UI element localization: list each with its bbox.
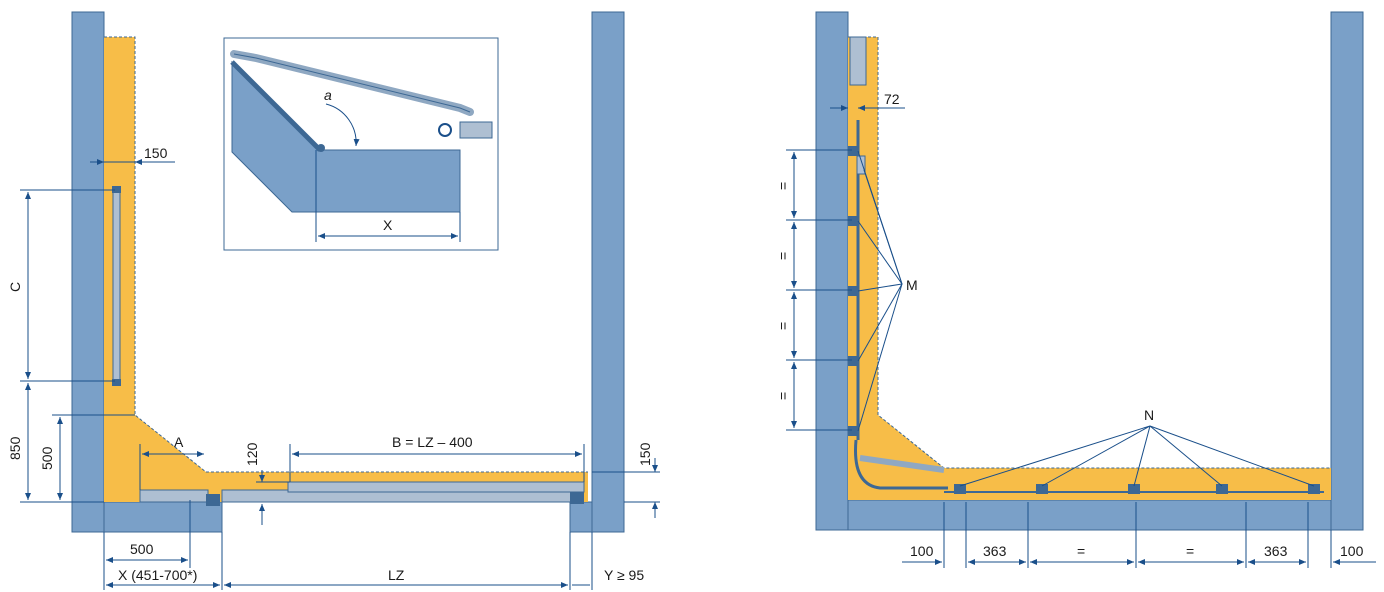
floor-clip-1 xyxy=(954,484,966,494)
channel-joint-right xyxy=(570,492,584,504)
wall-rail xyxy=(112,189,121,385)
floor-clip-2 xyxy=(1036,484,1048,494)
wall-rail-top-cap xyxy=(112,186,121,193)
channel-joint-left xyxy=(206,494,220,506)
floor-channel-upper xyxy=(287,481,585,493)
inset-angle-label: a xyxy=(324,87,332,103)
floor-clip-3 xyxy=(1128,484,1140,494)
sensor-module xyxy=(856,155,866,175)
callout-n-label: N xyxy=(1144,407,1154,423)
rdim-363r-label: 363 xyxy=(1264,543,1288,559)
floor-slab-left xyxy=(103,501,223,533)
rdim-100l-label: 100 xyxy=(910,543,934,559)
right-wall xyxy=(591,11,625,533)
dim-72-label: 72 xyxy=(884,91,900,107)
inset-arm-outline xyxy=(233,53,471,113)
floor-clip-5 xyxy=(1308,484,1320,494)
floor-channel-left xyxy=(139,489,209,503)
wall-clip-3 xyxy=(848,286,858,296)
dim-500h-label: 500 xyxy=(130,541,154,557)
dim-x-label: X (451-700*) xyxy=(118,567,197,583)
detail-inset: a X xyxy=(223,37,499,251)
dim-a-label: A xyxy=(174,434,184,450)
eq-label-1: = xyxy=(775,182,791,190)
rdim-eq-b-label: = xyxy=(1186,543,1194,559)
eq-label-2: = xyxy=(775,252,791,260)
dim-150-label: 150 xyxy=(144,145,168,161)
wall-clip-2 xyxy=(848,216,858,226)
rdim-100r-label: 100 xyxy=(1340,543,1364,559)
floor-cable-bend xyxy=(854,439,948,490)
right-screed-outline xyxy=(848,36,1331,469)
inset-pivot xyxy=(438,123,452,137)
dim-b-label: B = LZ – 400 xyxy=(392,434,473,450)
dim-500v-label: 500 xyxy=(39,446,55,470)
rdim-eq-a-label: = xyxy=(1077,543,1085,559)
inset-rail-end xyxy=(459,121,493,139)
eq-label-4: = xyxy=(775,392,791,400)
junction-box xyxy=(849,36,867,86)
right-section-drawing: 72 = = = = M N xyxy=(775,11,1376,568)
wall-clip-5 xyxy=(848,426,858,436)
wall-rail-bottom-cap xyxy=(112,379,121,386)
inset-hinge xyxy=(317,144,325,152)
screed-outline xyxy=(104,36,588,473)
rdim-363l-label: 363 xyxy=(983,543,1007,559)
dim-120-label: 120 xyxy=(244,442,260,466)
wall-clip-4 xyxy=(848,356,858,366)
dim-150r-label: 150 xyxy=(637,442,653,466)
left-wall xyxy=(71,11,105,533)
inset-x-label: X xyxy=(383,217,393,233)
inset-angle-arc xyxy=(325,103,360,147)
dim-c-label: C xyxy=(7,282,23,292)
callout-n-leaders xyxy=(959,425,1315,487)
inset-ramp xyxy=(230,60,322,152)
floor-slab-right xyxy=(569,501,593,533)
dim-lz-label: LZ xyxy=(388,567,405,583)
right-drawing-right-wall xyxy=(1330,11,1364,531)
left-section-drawing: 150 C 850 500 A 120 B = LZ – 400 15 xyxy=(7,11,660,590)
dim-850-label: 850 xyxy=(7,436,23,460)
right-drawing-floor xyxy=(847,499,1332,531)
inclined-tube xyxy=(859,455,945,473)
eq-label-3: = xyxy=(775,322,791,330)
dim-y-label: Y ≥ 95 xyxy=(604,567,644,583)
wall-clip-1 xyxy=(848,146,858,156)
callout-m-leaders xyxy=(857,150,903,432)
callout-m-label: M xyxy=(906,277,918,293)
right-drawing-left-wall xyxy=(815,11,849,531)
right-screed-fill xyxy=(848,37,1331,500)
floor-clip-4 xyxy=(1216,484,1228,494)
